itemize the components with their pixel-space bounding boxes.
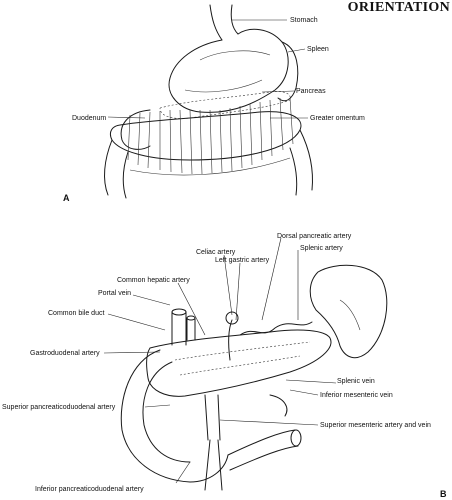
- label-gastroduodenal-artery: Gastroduodenal artery: [30, 350, 100, 357]
- figure-a-illustration: Stomach Spleen Pancreas Duodenum Greater…: [63, 4, 365, 203]
- label-left-gastric-artery: Left gastric artery: [215, 257, 270, 264]
- label-spleen: Spleen: [307, 46, 329, 53]
- figure-b-illustration: Celiac artery Dorsal pancreatic artery S…: [2, 233, 447, 499]
- label-greater-omentum: Greater omentum: [310, 115, 365, 122]
- panel-label-a: A: [63, 193, 70, 203]
- label-common-bile-duct: Common bile duct: [48, 310, 104, 317]
- label-common-hepatic-artery: Common hepatic artery: [117, 277, 190, 284]
- pancreas-b-outline: [146, 329, 332, 397]
- spleen-b-outline: [309, 264, 388, 359]
- label-duodenum: Duodenum: [72, 115, 106, 122]
- label-dorsal-pancreatic-artery: Dorsal pancreatic artery: [277, 233, 352, 240]
- sma-smv-vessels: [204, 394, 223, 491]
- label-superior-pancreaticoduodenal-artery: Superior pancreaticoduodenal artery: [2, 404, 116, 411]
- duodenum-b-outline: [120, 349, 229, 483]
- duodenum-leader: [107, 116, 146, 119]
- jejunum: [227, 429, 299, 471]
- pancreas-leader: [261, 90, 295, 93]
- label-inferior-pancreaticoduodenal-artery: Inferior pancreaticoduodenal artery: [35, 486, 144, 493]
- splenic-artery: [239, 321, 313, 336]
- label-stomach: Stomach: [290, 17, 318, 24]
- esophagus: [209, 4, 239, 41]
- spleen-leader: [287, 48, 306, 53]
- stomach-outline: [168, 28, 289, 113]
- label-celiac-artery: Celiac artery: [196, 249, 236, 256]
- label-splenic-vein: Splenic vein: [337, 378, 375, 385]
- label-inferior-mesenteric-vein: Inferior mesenteric vein: [320, 392, 393, 399]
- page-title: ORIENTATION: [347, 0, 450, 15]
- panel-label-b: B: [440, 489, 447, 499]
- label-pancreas: Pancreas: [296, 88, 326, 95]
- portal-vein-tube: [171, 311, 187, 346]
- duodenum-outline: [120, 109, 151, 150]
- label-portal-vein: Portal vein: [98, 290, 131, 297]
- greater-omentum-fringe: [127, 97, 294, 175]
- label-superior-mesenteric-artery-and-vein: Superior mesenteric artery and vein: [320, 422, 431, 429]
- label-splenic-artery: Splenic artery: [300, 245, 343, 252]
